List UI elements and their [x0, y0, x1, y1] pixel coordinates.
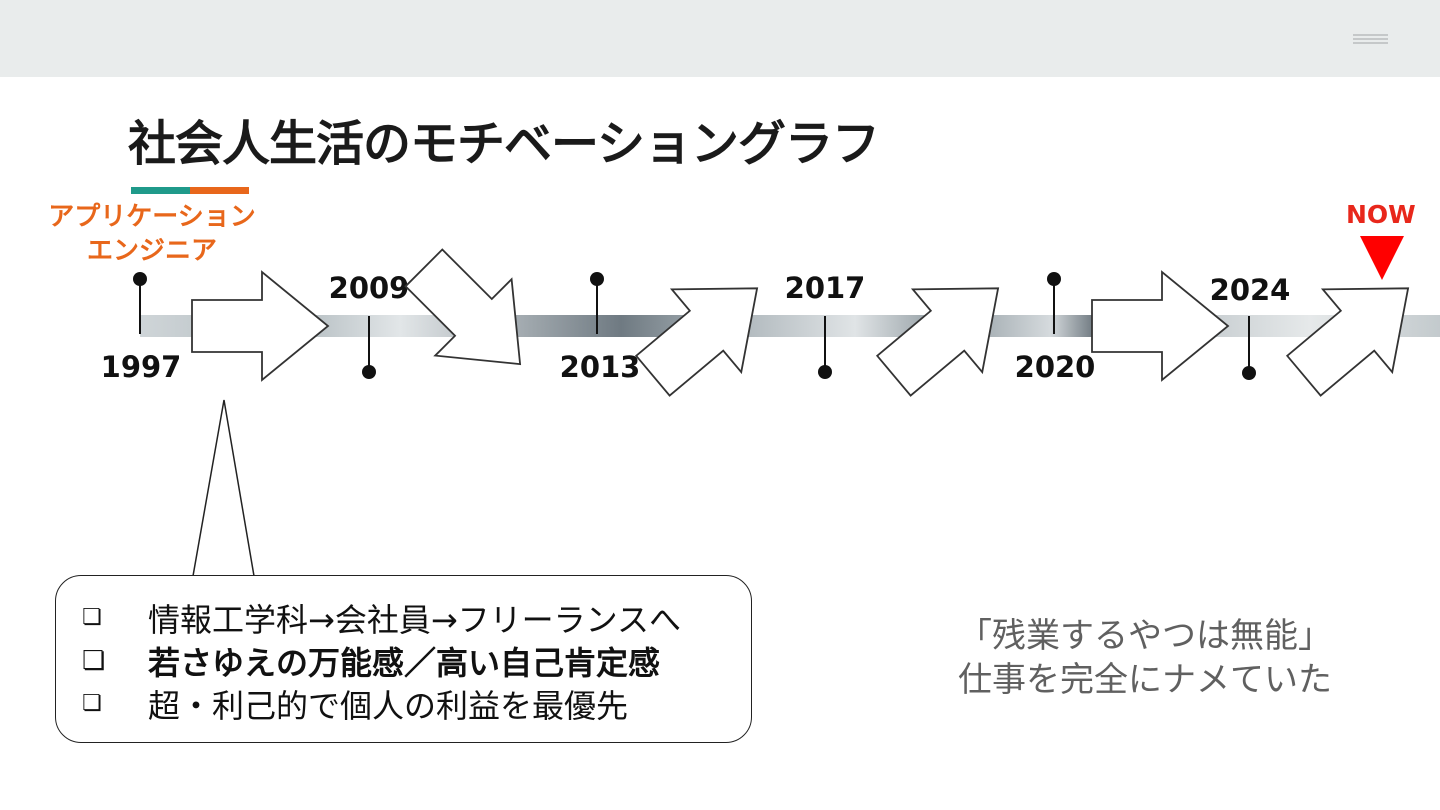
- now-label: NOW: [1346, 200, 1416, 229]
- page-title: 社会人生活のモチベーショングラフ: [128, 116, 880, 172]
- trend-arrow-right-icon: [191, 270, 330, 382]
- callout-box: [55, 575, 752, 743]
- marker-2020: [1047, 272, 1061, 334]
- quote-line2: 仕事を完全にナメていた: [958, 660, 1332, 700]
- year-label-2017: 2017: [785, 271, 866, 305]
- marker-2017: [818, 316, 832, 379]
- year-label-2024: 2024: [1210, 273, 1291, 307]
- hamburger-menu-icon[interactable]: [1353, 32, 1388, 46]
- role-label-line2: エンジニア: [86, 236, 217, 266]
- timeline-band: [140, 315, 1440, 337]
- marker-2024: [1242, 316, 1256, 380]
- year-label-2013: 2013: [560, 350, 641, 384]
- title-underline: [131, 187, 249, 194]
- trend-arrow-down-right-icon: [404, 248, 522, 366]
- marker-1997: [133, 272, 147, 334]
- callout-list: ❏ 情報工学科→会社員→フリーランスへ ❏ 若さゆえの万能感／高い自己肯定感 ❏…: [82, 596, 681, 725]
- trend-arrow-up-right-icon: [875, 287, 1000, 397]
- trend-arrow-up-right-icon: [634, 287, 759, 397]
- trend-arrow-up-right-icon: [1285, 287, 1410, 397]
- checkbox-icon: ❏: [82, 605, 102, 630]
- year-label-2009: 2009: [329, 271, 410, 305]
- marker-2009: [362, 316, 376, 379]
- list-item: ❏ 超・利己的で個人の利益を最優先: [82, 682, 681, 725]
- checkbox-icon: ❏: [82, 645, 106, 676]
- trend-arrow-right-icon: [1091, 270, 1230, 382]
- list-item-text: 若さゆえの万能感／高い自己肯定感: [148, 643, 661, 682]
- checkbox-icon: ❏: [82, 691, 102, 716]
- role-label: アプリケーション エンジニア: [38, 200, 266, 268]
- year-label-1997: 1997: [101, 350, 182, 384]
- list-item: ❏ 情報工学科→会社員→フリーランスへ: [82, 596, 681, 639]
- list-item: ❏ 若さゆえの万能感／高い自己肯定感: [82, 639, 681, 682]
- marker-2013: [590, 272, 604, 334]
- now-marker-triangle-icon: [1360, 236, 1404, 280]
- role-label-line1: アプリケーション: [48, 202, 256, 232]
- year-label-2020: 2020: [1015, 350, 1096, 384]
- callout-pointer: [192, 399, 255, 577]
- list-item-text: 情報工学科→会社員→フリーランスへ: [148, 600, 681, 639]
- list-item-text: 超・利己的で個人の利益を最優先: [148, 686, 629, 725]
- quote: 「残業するやつは無能」 仕事を完全にナメていた: [930, 614, 1360, 702]
- quote-line1: 「残業するやつは無能」: [958, 616, 1332, 656]
- top-bar: [0, 0, 1440, 77]
